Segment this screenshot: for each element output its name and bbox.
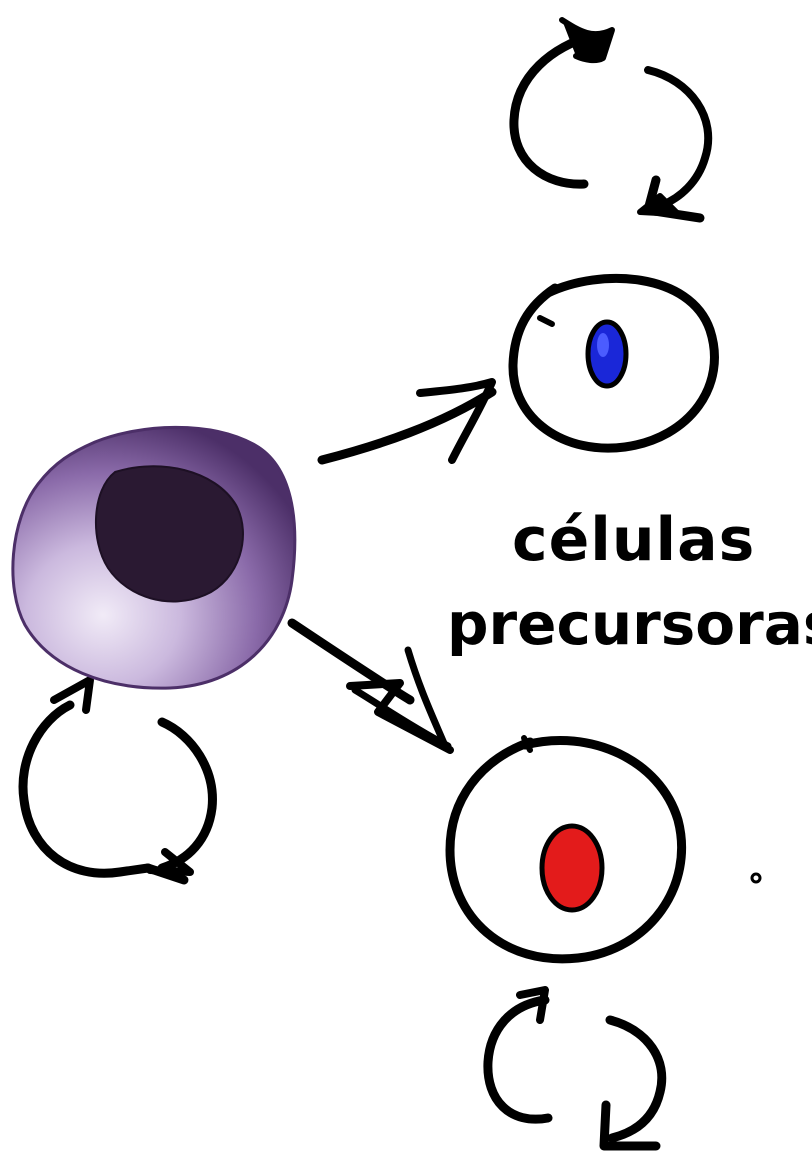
self-renewal-arrow-icon [23, 680, 212, 880]
blue-precursor-cell-icon [513, 278, 714, 448]
stem-cell-icon [13, 427, 295, 688]
stray-dot [752, 874, 760, 882]
differentiation-arrow-icon [292, 623, 450, 750]
cells-label-line-2: precursoras [447, 590, 812, 658]
red-precursor-cell-icon [450, 738, 682, 959]
cells-label-line-1: células [512, 505, 755, 575]
differentiation-arrow-icon [322, 382, 492, 460]
self-renewal-arrow-icon [488, 990, 662, 1146]
self-renewal-arrow-icon [514, 20, 708, 218]
